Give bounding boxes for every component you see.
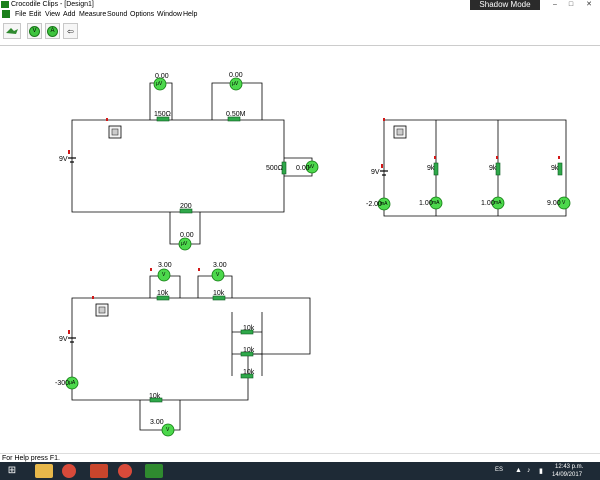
maximize-button[interactable]: □ — [568, 1, 574, 8]
c3-r-p3-label: 10k — [243, 369, 255, 376]
shadow-mode-indicator: Shadow Mode — [470, 0, 540, 10]
window-title: Crocodile Clips - [Design1] — [11, 1, 94, 8]
minimize-button[interactable]: – — [553, 1, 557, 8]
c3-v-top1-unit: V — [162, 272, 166, 278]
volume-icon[interactable]: ♪ — [527, 467, 531, 474]
c1-v2-reading: 0.00 — [229, 72, 243, 79]
ammeter-icon: A — [47, 25, 58, 37]
c2-a1-unit: mA — [432, 200, 440, 206]
c3-a-main-unit: μA — [69, 380, 76, 386]
c1-v1-reading: 0.00 — [155, 73, 169, 80]
c1-r-top-label: 150Ω — [154, 111, 171, 118]
c1-v4-unit: μV — [181, 241, 188, 247]
menu-help[interactable]: Help — [183, 11, 198, 18]
c3-v-top1-reading: 3.00 — [158, 262, 172, 269]
menu-file[interactable]: File — [15, 11, 27, 18]
circuit-drawing — [65, 77, 571, 437]
c1-v1-unit: μV — [156, 81, 163, 87]
title-bar: Crocodile Clips - [Design1] Shadow Mode … — [0, 0, 600, 10]
chrome-icon[interactable] — [62, 464, 76, 478]
crocodile-app-icon — [1, 1, 9, 8]
croc-icon[interactable] — [3, 23, 21, 39]
c3-r-bottom-label: 10k — [149, 393, 161, 400]
c3-r-top1-label: 10k — [157, 290, 169, 297]
c2-v-out-unit: V — [562, 200, 566, 206]
toolbar: V A ⇦ — [0, 19, 600, 46]
c3-r-p1-label: 10k — [243, 325, 255, 332]
c1-v3-unit: μV — [308, 164, 315, 170]
c2-v-out-reading: 9.00 — [547, 200, 561, 207]
c1-v4-reading: 0.00 — [180, 232, 194, 239]
tray-overflow-icon[interactable]: ▲ — [515, 467, 522, 474]
c1-r-right-label: 500Ω — [266, 165, 283, 172]
c3-r-p2-label: 10k — [243, 347, 255, 354]
c1-v3-reading: 0.00 — [296, 165, 310, 172]
explorer-icon[interactable] — [35, 464, 53, 478]
c2-a-main-unit: mA — [380, 201, 388, 207]
c3-v-top2-reading: 3.00 — [213, 262, 227, 269]
status-help-text: For Help press F1. — [2, 455, 60, 462]
c2-battery-label: 9V — [371, 169, 380, 176]
c1-r-top2-label: 0.50M — [226, 111, 246, 118]
c2-a2-reading: 1.00 — [481, 200, 495, 207]
powerpoint-icon[interactable] — [90, 464, 108, 478]
circuit-canvas[interactable]: 9V 150Ω 0.50M 500Ω 200 0.00 0.00 0.00 0.… — [0, 46, 600, 453]
ammeter-button[interactable]: A — [45, 23, 60, 39]
menu-measure[interactable]: Measure — [79, 11, 107, 18]
crocodile-clips-icon[interactable] — [145, 464, 163, 478]
clock-date[interactable]: 14/09/2017 — [552, 472, 583, 478]
menu-edit[interactable]: Edit — [29, 11, 42, 18]
battery-icon[interactable]: ▮ — [539, 468, 543, 475]
c3-v-top2-unit: V — [216, 272, 220, 278]
voltmeter-button[interactable]: V — [27, 23, 42, 39]
language-indicator[interactable]: ES — [495, 467, 504, 473]
c2-r1-label: 9k — [427, 165, 435, 172]
c3-r-top2-label: 10k — [213, 290, 225, 297]
c2-a1-reading: 1.00 — [419, 200, 433, 207]
status-bar: For Help press F1. — [0, 453, 600, 462]
menu-sound[interactable]: Sound — [107, 11, 128, 18]
close-button[interactable]: ✕ — [586, 1, 592, 8]
c3-v-bottom-unit: V — [166, 427, 170, 433]
back-arrow-icon: ⇦ — [67, 26, 74, 36]
c3-v-bottom-reading: 3.00 — [150, 419, 164, 426]
c1-battery-label: 9V — [59, 156, 68, 163]
menu-bar: File Edit View Add Measure Sound Options… — [0, 10, 600, 19]
c2-r2-label: 9k — [489, 165, 497, 172]
clock-time[interactable]: 12:43 p.m. — [555, 464, 584, 470]
c2-a2-unit: mA — [494, 200, 502, 206]
c1-r-bottom-label: 200 — [180, 203, 192, 210]
doc-croc-icon[interactable] — [2, 10, 10, 18]
c2-r3-label: 9k — [551, 165, 559, 172]
menu-add[interactable]: Add — [63, 11, 76, 18]
back-button[interactable]: ⇦ — [63, 23, 78, 39]
windows-taskbar: ⊞ ▲ ♪ ▮ ES 12:43 p.m. 14/09/2017 — [0, 462, 600, 480]
c3-battery-label: 9V — [59, 336, 68, 343]
chrome-icon-2[interactable] — [118, 464, 132, 478]
menu-window[interactable]: Window — [157, 11, 182, 18]
c3-a-main-reading: -300 — [55, 380, 70, 387]
voltmeter-icon: V — [29, 25, 40, 37]
start-button[interactable]: ⊞ — [7, 465, 17, 476]
c2-a-main-reading: -2.00 — [366, 201, 382, 208]
menu-view[interactable]: View — [45, 11, 61, 18]
c1-v2-unit: μV — [232, 81, 239, 87]
menu-options[interactable]: Options — [130, 11, 155, 18]
